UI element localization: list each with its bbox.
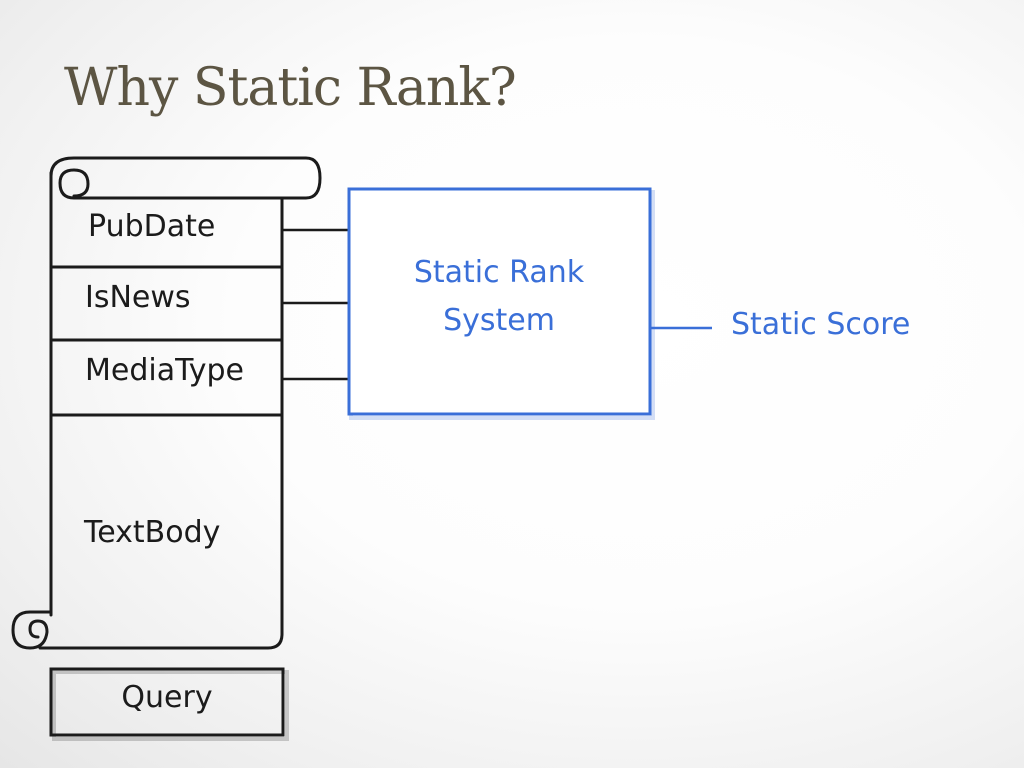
field-label-pubdate: PubDate bbox=[88, 209, 216, 244]
field-label-mediatype: MediaType bbox=[85, 353, 245, 388]
document-scroll bbox=[11, 156, 322, 650]
rank-system-label-line2: System bbox=[443, 303, 555, 338]
query-box bbox=[49, 667, 289, 741]
field-label-textbody: TextBody bbox=[84, 515, 221, 550]
input-connectors bbox=[283, 228, 349, 381]
scroll-top-roll bbox=[49, 156, 322, 200]
scroll-bottom-curl bbox=[11, 610, 53, 650]
scroll-body-outline bbox=[38, 171, 284, 650]
field-label-isnews: IsNews bbox=[85, 280, 191, 315]
rank-system-label-line1: Static Rank bbox=[413, 255, 585, 290]
query-label: Query bbox=[121, 680, 213, 715]
static-rank-system-box bbox=[347, 187, 655, 420]
slide-title: Why Static Rank? bbox=[64, 58, 517, 118]
static-score-label: Static Score bbox=[731, 307, 911, 342]
